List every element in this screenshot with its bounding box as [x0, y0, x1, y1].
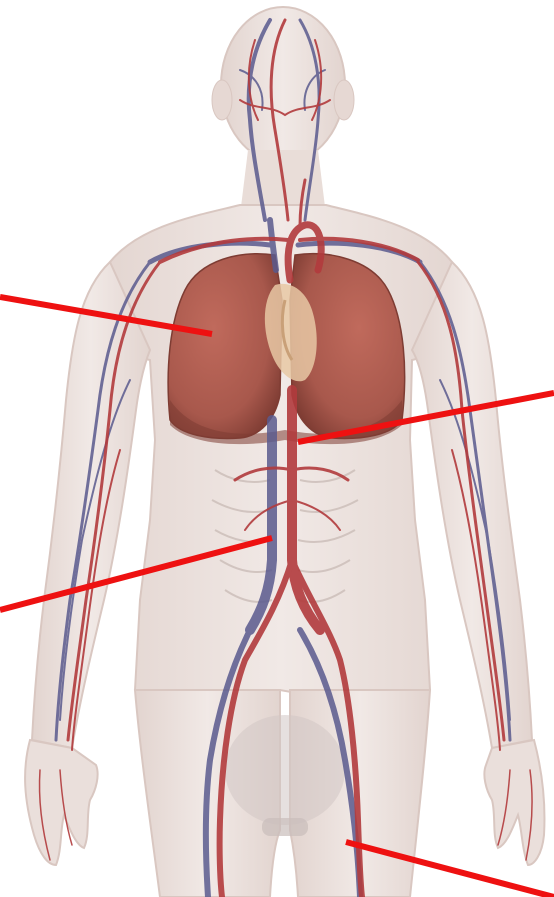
head — [221, 7, 345, 163]
right-ear — [334, 80, 354, 120]
left-hand — [25, 740, 98, 865]
left-arm — [32, 262, 150, 748]
pelvis-shadow — [225, 715, 345, 825]
right-hand — [484, 740, 544, 865]
left-ear — [212, 80, 232, 120]
groin-shadow — [262, 818, 308, 836]
